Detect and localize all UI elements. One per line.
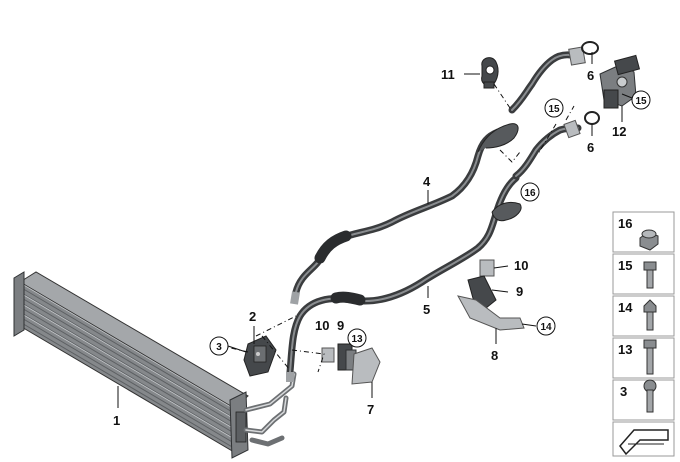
callout-3: 3 [209, 336, 229, 356]
callout-15-left: 15 [544, 98, 564, 118]
legend-tile-arrow [612, 421, 675, 457]
legend-tile-bolt-13: 13 [612, 337, 675, 379]
callout-15-right: 15 [631, 90, 651, 110]
legend-tile-bolt-15: 15 [612, 253, 675, 295]
fastener-legend: 16 15 14 13 3 [612, 211, 675, 457]
callout-2: 2 [249, 309, 256, 324]
cooler-pipes [243, 371, 297, 447]
callout-10-left: 10 [315, 318, 329, 333]
callout-8: 8 [491, 348, 498, 363]
svg-text:13: 13 [351, 334, 363, 345]
reference-lines [221, 83, 575, 373]
svg-text:15: 15 [618, 258, 632, 273]
svg-text:3: 3 [620, 384, 627, 399]
hose-5 [286, 174, 522, 382]
svg-text:3: 3 [216, 342, 222, 353]
callout-13: 13 [347, 328, 367, 348]
oil-cooler [13, 271, 249, 459]
svg-text:16: 16 [618, 216, 632, 231]
svg-text:14: 14 [618, 300, 633, 315]
callout-7: 7 [367, 402, 374, 417]
mounting-bracket-2 [243, 335, 277, 377]
o-ring-upper [581, 41, 599, 55]
callout-11: 11 [441, 67, 455, 82]
o-ring-lower [584, 111, 600, 125]
callout-6-upper: 6 [587, 68, 594, 83]
upper-right-hose [508, 46, 586, 114]
clamp-group-right [457, 259, 525, 331]
callout-5: 5 [423, 302, 430, 317]
callout-14: 14 [536, 316, 556, 336]
svg-text:16: 16 [524, 188, 536, 199]
callout-16: 16 [520, 182, 540, 202]
hose-clamp-11 [481, 57, 499, 89]
svg-text:15: 15 [548, 104, 560, 115]
callout-6-lower: 6 [587, 140, 594, 155]
callout-9-right: 9 [516, 284, 523, 299]
callout-1: 1 [113, 413, 120, 428]
legend-tile-bolt-14: 14 [612, 295, 675, 337]
clamp-group-left [321, 343, 381, 385]
callout-10-right: 10 [514, 258, 528, 273]
callout-9-left: 9 [337, 318, 344, 333]
middle-right-hose [512, 119, 582, 180]
svg-text:15: 15 [635, 96, 647, 107]
svg-text:13: 13 [618, 342, 632, 357]
legend-tile-bolt-3: 3 [612, 379, 675, 421]
leader-lines [117, 52, 633, 408]
svg-text:14: 14 [540, 322, 552, 333]
hose-4 [290, 123, 519, 305]
callout-12: 12 [612, 124, 626, 139]
callout-4: 4 [423, 174, 431, 189]
legend-tile-nut-16: 16 [612, 211, 675, 253]
